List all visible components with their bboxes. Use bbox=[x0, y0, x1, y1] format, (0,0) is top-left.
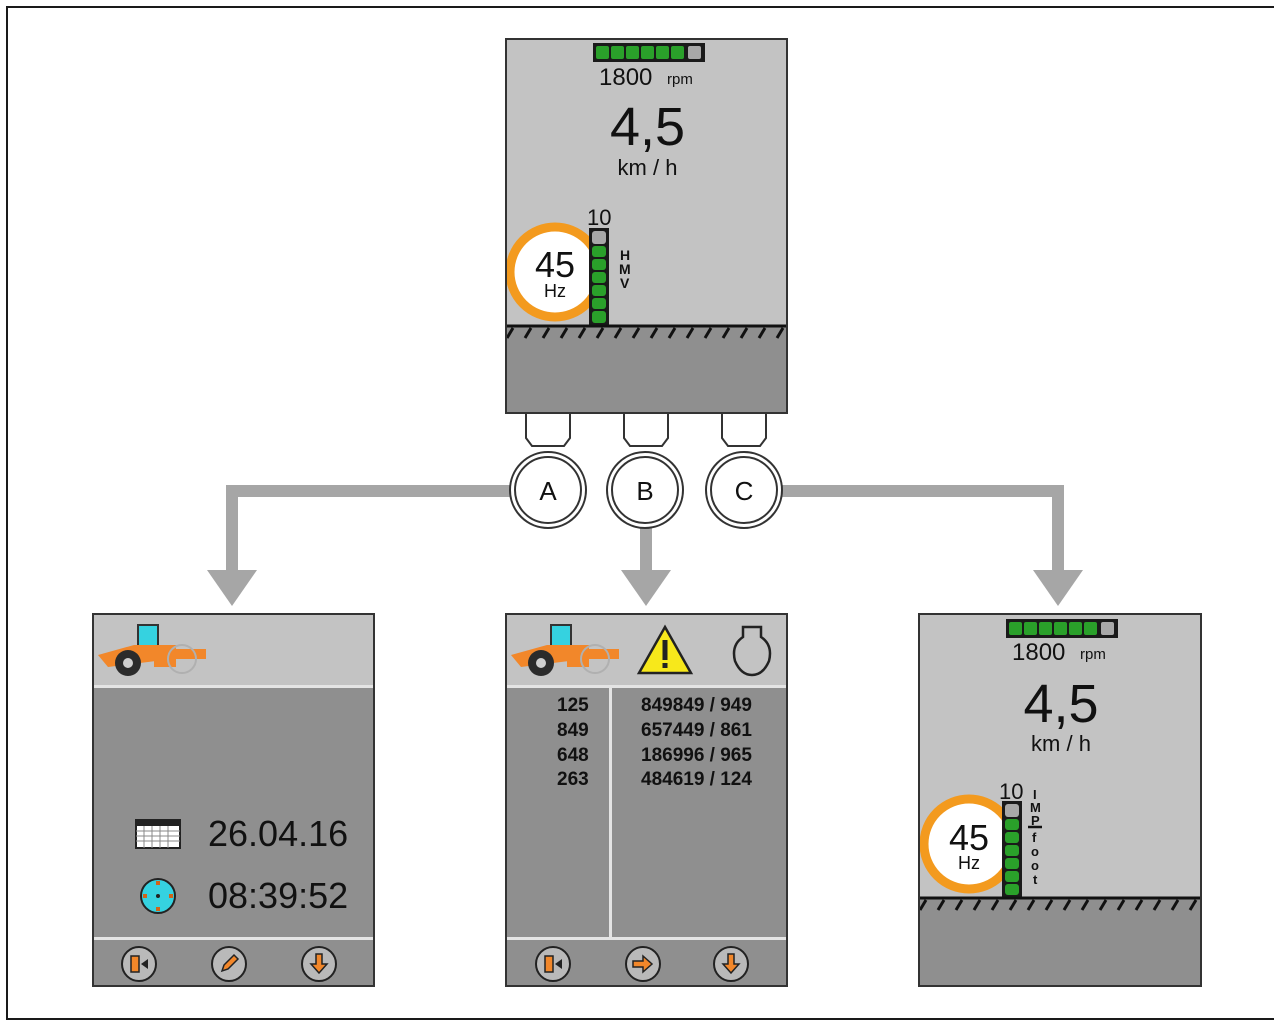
speed-value: 4,5 bbox=[1023, 674, 1099, 734]
rpm-unit: rpm bbox=[1080, 646, 1106, 663]
exit-icon bbox=[535, 946, 571, 982]
code-right: 484619 / 124 bbox=[641, 769, 752, 790]
screen-b-error-codes: 125 849 648 263 849849 / 949 657449 / 86… bbox=[505, 613, 788, 987]
rpm-unit: rpm bbox=[667, 71, 693, 88]
arrow-a-line bbox=[226, 485, 510, 572]
key-b-label[interactable]: B bbox=[636, 476, 654, 506]
screen-a-softkey-bar bbox=[94, 937, 373, 985]
arrow-down-icon bbox=[713, 946, 749, 982]
column-divider bbox=[609, 685, 612, 937]
exit-button[interactable] bbox=[120, 945, 158, 983]
frequency-unit: Hz bbox=[544, 281, 566, 301]
key-a-stem bbox=[525, 414, 571, 447]
ground-area bbox=[507, 326, 786, 412]
arrow-c-head bbox=[1033, 570, 1083, 606]
code-right: 186996 / 965 bbox=[641, 745, 752, 766]
mode-letter: f bbox=[1032, 830, 1037, 845]
arrow-right-button[interactable] bbox=[624, 945, 662, 983]
time-value: 08:39:52 bbox=[208, 875, 349, 916]
code-left: 263 bbox=[557, 769, 589, 790]
arrow-down-icon bbox=[301, 946, 337, 982]
code-left: 648 bbox=[557, 745, 589, 766]
frequency-unit: Hz bbox=[958, 853, 980, 873]
clock-icon bbox=[140, 878, 176, 914]
screen-b-softkey-bar bbox=[507, 937, 786, 985]
calendar-icon bbox=[135, 819, 181, 849]
frequency-value: 45 bbox=[948, 817, 990, 858]
mode-letter: M bbox=[1030, 800, 1041, 815]
mode-letter: o bbox=[1031, 858, 1039, 873]
speed-unit: km / h bbox=[1031, 731, 1091, 756]
rpm-value: 1800 bbox=[599, 64, 653, 91]
code-right: 849849 / 949 bbox=[641, 695, 752, 716]
edit-icon bbox=[211, 946, 247, 982]
key-b-stem bbox=[623, 414, 669, 447]
code-right: 657449 / 861 bbox=[641, 720, 752, 741]
mode-letter: o bbox=[1031, 844, 1039, 859]
arrow-down-button[interactable] bbox=[300, 945, 338, 983]
mode-letter: P bbox=[1031, 813, 1040, 828]
arrow-a-head bbox=[207, 570, 257, 606]
engine-icon bbox=[732, 625, 772, 677]
exit-icon bbox=[121, 946, 157, 982]
top-display: 1800 rpm 4,5 km / h 10 45 Hz H M V bbox=[505, 38, 788, 414]
arrow-b-head bbox=[621, 570, 671, 606]
arrow-down-button[interactable] bbox=[712, 945, 750, 983]
roller-machine-icon bbox=[98, 624, 206, 676]
screen-b-graphics bbox=[511, 624, 772, 677]
mode-letter: V bbox=[620, 275, 630, 291]
date-value: 26.04.16 bbox=[208, 813, 349, 854]
screen-c-gauge-graphics bbox=[920, 619, 1200, 911]
speed-value: 4,5 bbox=[609, 97, 686, 157]
frequency-value: 45 bbox=[534, 244, 576, 285]
mode-letter: I bbox=[1033, 787, 1037, 802]
arrow-c-line bbox=[782, 485, 1064, 572]
edit-button[interactable] bbox=[210, 945, 248, 983]
screen-a-info: 26.04.16 08:39:52 bbox=[92, 613, 375, 987]
rpm-value: 1800 bbox=[1012, 639, 1066, 666]
key-c-label[interactable]: C bbox=[734, 476, 754, 506]
key-c-stem bbox=[721, 414, 767, 447]
warning-icon bbox=[636, 624, 694, 675]
speed-unit: km / h bbox=[617, 155, 678, 180]
screen-c-display: 1800 rpm 4,5 km / h 10 45 Hz I M P f o o… bbox=[918, 613, 1202, 987]
arrow-right-icon bbox=[625, 946, 661, 982]
key-a-label[interactable]: A bbox=[539, 476, 557, 506]
mode-letter: M bbox=[619, 261, 631, 277]
code-left: 125 bbox=[557, 695, 589, 716]
mode-letter: H bbox=[620, 247, 631, 263]
ground-area bbox=[920, 898, 1200, 985]
exit-button[interactable] bbox=[534, 945, 572, 983]
scale-max-label: 10 bbox=[999, 779, 1024, 804]
code-left: 849 bbox=[557, 720, 589, 741]
roller-machine-icon bbox=[511, 624, 619, 676]
scale-max-label: 10 bbox=[587, 205, 612, 230]
mode-letter: t bbox=[1033, 872, 1038, 887]
screen-a-graphics bbox=[98, 624, 206, 914]
top-gauge-graphics bbox=[507, 43, 786, 339]
